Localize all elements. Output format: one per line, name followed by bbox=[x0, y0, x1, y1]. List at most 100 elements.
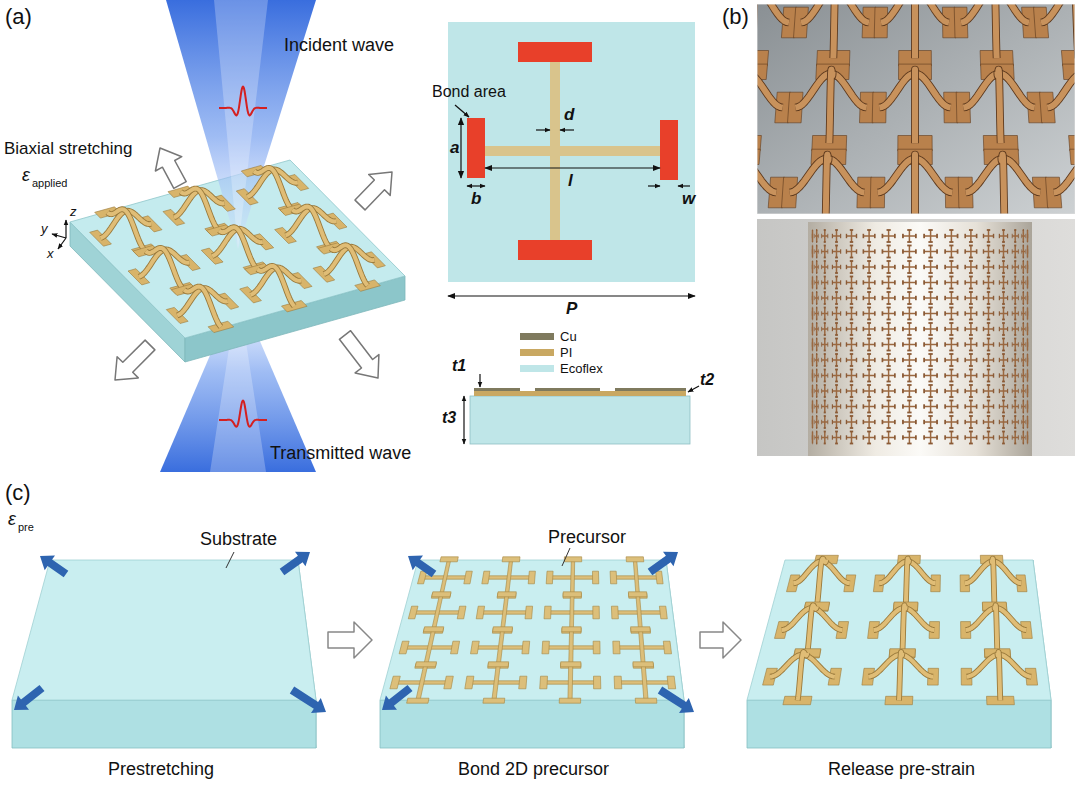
cross-pad bbox=[1014, 350, 1016, 352]
cross-pattern bbox=[863, 277, 874, 289]
precursor-part bbox=[457, 606, 466, 619]
cross-pad bbox=[1021, 234, 1023, 238]
precursor-part bbox=[663, 641, 671, 654]
cross-pad bbox=[814, 327, 816, 331]
cross-pad bbox=[874, 420, 876, 424]
cross-pad bbox=[907, 412, 911, 414]
cross-pattern bbox=[965, 308, 976, 320]
cross-pad bbox=[1023, 319, 1024, 321]
buckled-ribbon bbox=[997, 70, 1000, 144]
cross-pattern bbox=[847, 292, 857, 304]
cross-pad bbox=[856, 389, 857, 393]
cross-pad bbox=[949, 415, 953, 417]
cross-pad bbox=[850, 381, 853, 383]
cross-pad bbox=[816, 245, 817, 247]
precursor-part bbox=[667, 676, 676, 689]
cross-pad bbox=[907, 272, 911, 274]
cu-layer bbox=[535, 388, 600, 391]
cross-pad bbox=[824, 384, 826, 386]
cross-pad bbox=[887, 229, 891, 231]
cross-pad bbox=[987, 307, 990, 309]
cross-pad bbox=[887, 319, 891, 321]
cross-pad bbox=[827, 265, 829, 269]
buckled-cross bbox=[958, 149, 1048, 214]
cross-pad bbox=[949, 412, 953, 414]
cross-pad bbox=[969, 260, 973, 262]
cross-pad bbox=[957, 249, 959, 253]
unit-cell-substrate bbox=[448, 22, 695, 282]
cross-pattern bbox=[945, 354, 958, 366]
dimension-line bbox=[485, 167, 660, 168]
dimension-line bbox=[479, 374, 480, 387]
cross-pad bbox=[1014, 443, 1016, 445]
cross-pattern bbox=[832, 339, 840, 351]
precursor-part bbox=[424, 629, 436, 665]
cross-pad bbox=[818, 327, 820, 331]
cross-pattern bbox=[984, 277, 994, 289]
cross-pad bbox=[887, 291, 891, 293]
cross-pattern bbox=[965, 230, 976, 242]
substrate-block bbox=[380, 560, 684, 748]
stretch-arrow bbox=[339, 331, 379, 378]
cross-pad bbox=[887, 322, 891, 324]
cross-pattern bbox=[832, 230, 840, 242]
cross-pad bbox=[936, 296, 938, 300]
cross-pad bbox=[835, 229, 838, 231]
ribbon-edge bbox=[829, 70, 832, 144]
cross-pad bbox=[824, 415, 826, 417]
cross-pad bbox=[813, 327, 814, 331]
cross-pad bbox=[812, 288, 813, 290]
cross-pad bbox=[907, 365, 911, 367]
precursor-part bbox=[633, 662, 654, 667]
cross-pad bbox=[835, 412, 838, 414]
cross-pattern bbox=[903, 432, 916, 444]
cross-pad bbox=[816, 384, 817, 386]
cross-pad bbox=[813, 404, 814, 408]
cross-pattern bbox=[815, 370, 819, 382]
cross-pad bbox=[818, 296, 820, 300]
panel-label: (c) bbox=[5, 482, 31, 504]
ribbon-edge bbox=[757, 74, 783, 108]
cross-pad bbox=[894, 280, 896, 284]
cross-pad bbox=[1002, 303, 1005, 305]
cross-pad bbox=[850, 229, 853, 231]
cross-pad bbox=[832, 342, 833, 346]
cross-pad bbox=[1027, 396, 1028, 398]
cross-pad bbox=[835, 319, 838, 321]
cross-pad bbox=[1024, 404, 1026, 408]
unit-cell bbox=[166, 284, 238, 333]
cross-pad bbox=[832, 420, 833, 424]
cross-pad bbox=[832, 358, 833, 362]
precursor-part bbox=[423, 627, 443, 632]
cross-pad bbox=[1023, 412, 1024, 414]
precursor-part bbox=[416, 664, 428, 700]
precursor-part bbox=[415, 662, 436, 667]
cross-pad bbox=[1023, 257, 1024, 259]
cross-pad bbox=[1026, 358, 1027, 362]
cross-pad bbox=[824, 334, 826, 336]
cross-pad bbox=[915, 249, 917, 253]
cross-pad bbox=[821, 327, 823, 331]
cross-pattern bbox=[847, 230, 857, 242]
cross-pad bbox=[1007, 311, 1008, 315]
precursor-part bbox=[522, 641, 530, 654]
cross-pad bbox=[811, 373, 812, 377]
cross-pad bbox=[856, 435, 857, 439]
cross-pad bbox=[999, 296, 1000, 300]
cross-pattern bbox=[812, 277, 813, 289]
cross-pad bbox=[840, 311, 841, 315]
cross-pattern bbox=[863, 308, 874, 320]
cross-pad bbox=[1024, 389, 1026, 393]
cross-pad bbox=[887, 415, 891, 417]
cross-pad bbox=[882, 327, 884, 331]
cross-pad bbox=[813, 373, 814, 377]
buckled-ribbon bbox=[997, 652, 1000, 701]
precursor-part bbox=[611, 606, 618, 619]
cross-pattern bbox=[984, 370, 994, 382]
precursor-part bbox=[492, 664, 501, 700]
precursor-part bbox=[483, 698, 505, 703]
precursor-part bbox=[613, 641, 620, 654]
cross-pad bbox=[882, 280, 884, 284]
precursor-part bbox=[656, 571, 664, 584]
cross-pad bbox=[835, 303, 838, 305]
